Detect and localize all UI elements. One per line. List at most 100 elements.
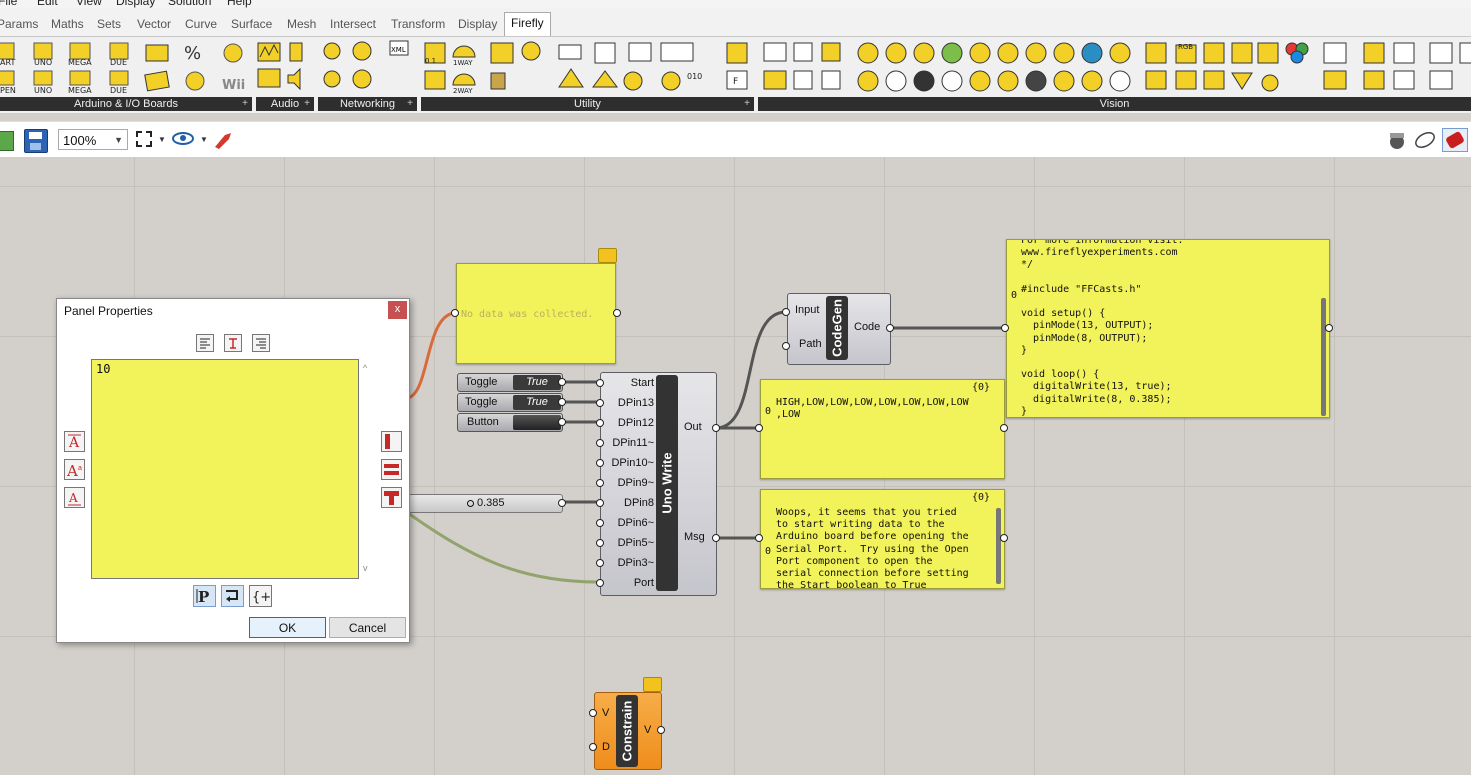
color-swatch-icon[interactable] [381, 431, 402, 452]
vision-icons[interactable]: RGB [758, 39, 1471, 97]
close-icon[interactable]: x [388, 301, 407, 319]
toggle-2[interactable]: Toggle True [457, 393, 563, 412]
ok-button[interactable]: OK [249, 617, 326, 638]
port-out-msg[interactable] [712, 534, 720, 542]
out-panel[interactable]: {0} 0 HIGH,LOW,LOW,LOW,LOW,LOW,LOW,LOW ,… [760, 379, 1005, 479]
slider-output-port[interactable] [558, 499, 566, 507]
chevron-down-icon[interactable]: ▼ [158, 135, 166, 144]
constrain-component[interactable]: V D Constrain V [594, 692, 662, 770]
font-size-increase-icon[interactable]: A [64, 431, 85, 452]
zoom-extents-icon[interactable] [136, 131, 152, 147]
codegen-port-out-code[interactable] [886, 324, 894, 332]
audio-icons[interactable] [256, 39, 314, 97]
msg-panel[interactable]: {0} 0 Woops, it seems that you tried to … [760, 489, 1005, 589]
constrain-port-in-v[interactable] [589, 709, 597, 717]
align-left-icon[interactable] [196, 334, 214, 352]
menu-file[interactable]: File [0, 0, 18, 8]
zoom-select[interactable]: 100%▼ [58, 129, 128, 150]
port-in-dpin11[interactable] [596, 439, 604, 447]
top-panel-input-port[interactable] [451, 309, 459, 317]
sketch-pen-icon[interactable] [213, 131, 235, 149]
port-out-out[interactable] [712, 424, 720, 432]
menu-edit[interactable]: Edit [37, 0, 58, 8]
slider-grip[interactable] [467, 500, 474, 507]
tab-maths[interactable]: Maths [51, 17, 84, 31]
toggle-2-output-port[interactable] [558, 398, 566, 406]
port-in-dpin3[interactable] [596, 559, 604, 567]
tab-sets[interactable]: Sets [97, 17, 122, 31]
tab-params[interactable]: Params [0, 17, 39, 31]
msg-panel-input-port[interactable] [755, 534, 763, 542]
codegen-port-in-input[interactable] [782, 308, 790, 316]
code-panel[interactable]: For more information visit: www.fireflye… [1006, 239, 1330, 418]
port-in-port[interactable] [596, 579, 604, 587]
port-in-dpin12[interactable] [596, 419, 604, 427]
code-panel-scrollbar[interactable] [1321, 298, 1326, 416]
tab-surface[interactable]: Surface [231, 17, 273, 31]
font-size-decrease-icon[interactable]: A [64, 487, 85, 508]
scroll-up-icon[interactable]: ^ [363, 363, 368, 373]
stripe-icon[interactable] [381, 459, 402, 480]
menu-solution[interactable]: Solution [168, 0, 212, 8]
input-dpin13: DPin13 [617, 397, 654, 409]
wireframe-preview-icon[interactable] [1414, 130, 1436, 150]
out-panel-input-port[interactable] [755, 424, 763, 432]
arduino-icons[interactable]: ART PEN UNO UNO MEGA MEGA DUE DUE % Wii [0, 39, 252, 97]
menu-help[interactable]: Help [227, 0, 252, 8]
open-file-icon[interactable] [0, 131, 14, 151]
chevron-down-icon[interactable]: ▼ [200, 135, 208, 144]
scroll-down-icon[interactable]: v [363, 563, 368, 573]
port-in-dpin5[interactable] [596, 539, 604, 547]
cancel-button[interactable]: Cancel [329, 617, 406, 638]
out-panel-output-port[interactable] [1000, 424, 1008, 432]
button-node[interactable]: Button [457, 413, 563, 432]
button-output-port[interactable] [558, 418, 566, 426]
tab-mesh[interactable]: Mesh [287, 17, 317, 31]
code-panel-output-port[interactable] [1325, 324, 1333, 332]
button-node-pad[interactable] [513, 415, 561, 430]
selected-preview-icon[interactable] [1442, 128, 1468, 152]
menu-view[interactable]: View [76, 0, 102, 8]
code-panel-input-port[interactable] [1001, 324, 1009, 332]
port-in-dpin8[interactable] [596, 499, 604, 507]
fill-color-icon[interactable] [381, 487, 402, 508]
shaded-preview-icon[interactable] [1386, 130, 1408, 150]
codegen-port-in-path[interactable] [782, 342, 790, 350]
port-in-dpin6[interactable] [596, 519, 604, 527]
paragraph-icon[interactable]: P [193, 585, 216, 607]
menu-display[interactable]: Display [116, 0, 156, 8]
top-panel[interactable]: No data was collected. [456, 263, 616, 364]
tab-intersect[interactable]: Intersect [330, 17, 377, 31]
msg-panel-scrollbar[interactable] [996, 508, 1001, 584]
utility-icons[interactable]: 0 1 1WAY 2WAY 010 F [421, 39, 754, 97]
port-in-start[interactable] [596, 379, 604, 387]
special-codes-icon[interactable]: {+} [249, 585, 279, 607]
toggle-1-output-port[interactable] [558, 378, 566, 386]
msg-panel-output-port[interactable] [1000, 534, 1008, 542]
tab-firefly[interactable]: Firefly [504, 12, 551, 36]
toggle-1-value[interactable]: True [513, 375, 561, 390]
save-icon[interactable] [24, 129, 48, 153]
tab-transform[interactable]: Transform [391, 17, 446, 31]
tab-curve[interactable]: Curve [185, 17, 218, 31]
tab-vector[interactable]: Vector [137, 17, 172, 31]
port-in-dpin9[interactable] [596, 479, 604, 487]
wrap-icon[interactable] [221, 585, 244, 607]
align-center-icon[interactable] [224, 334, 242, 352]
toggle-2-value[interactable]: True [513, 395, 561, 410]
port-in-dpin13[interactable] [596, 399, 604, 407]
uno-write-component[interactable]: Start DPin13 DPin12 DPin11~ DPin10~ DPin… [600, 372, 717, 596]
port-in-dpin10[interactable] [596, 459, 604, 467]
tab-display[interactable]: Display [458, 17, 498, 31]
top-panel-output-port[interactable] [613, 309, 621, 317]
preview-eye-icon[interactable] [172, 132, 194, 145]
panel-text-editor[interactable]: 10 [91, 359, 359, 579]
constrain-port-out-v[interactable] [657, 726, 665, 734]
networking-icons[interactable]: XML [318, 39, 417, 97]
number-slider[interactable]: 0.385 [408, 494, 563, 513]
codegen-component[interactable]: Input Path CodeGen Code [787, 293, 891, 365]
toggle-1[interactable]: Toggle True [457, 373, 563, 392]
constrain-port-in-d[interactable] [589, 743, 597, 751]
align-right-icon[interactable] [252, 334, 270, 352]
